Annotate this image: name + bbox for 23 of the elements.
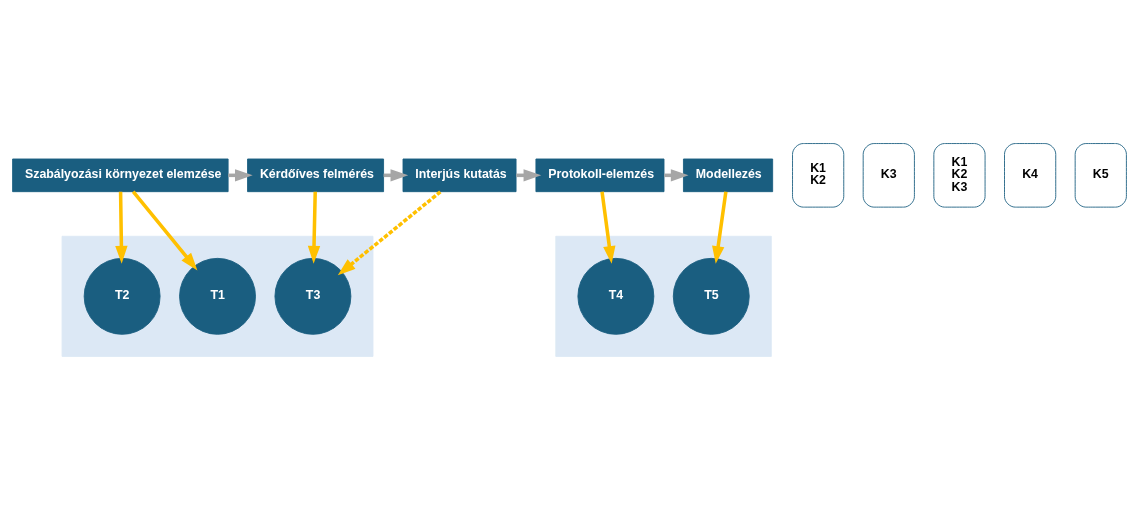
node-box: K1 K2 <box>792 143 845 208</box>
node-circle: T3 <box>274 257 352 335</box>
node-circle: T2 <box>83 257 161 335</box>
node-circle: T4 <box>577 257 655 335</box>
cluster <box>555 235 772 357</box>
node-box: Interjús kutatás <box>402 158 517 193</box>
node-circle: T5 <box>672 257 750 335</box>
arrow <box>131 190 198 271</box>
node-circle: T1 <box>179 257 256 335</box>
node-box: Protokoll-elemzés <box>535 158 665 193</box>
node-box: K5 <box>1074 143 1127 208</box>
arrow <box>600 191 616 264</box>
arrow <box>337 190 442 276</box>
node-box: K3 <box>862 143 915 208</box>
arrow <box>115 191 128 264</box>
arrow <box>307 191 321 264</box>
node-box: Kérdőíves felmérés <box>247 158 384 193</box>
arrow <box>712 191 728 264</box>
node-box: Szabályozási környezet elemzése <box>12 158 229 193</box>
node-box: Modellezés <box>683 158 774 193</box>
node-box: K1 K2 K3 <box>933 143 986 208</box>
cluster <box>61 235 374 357</box>
node-box: K4 <box>1004 143 1057 208</box>
